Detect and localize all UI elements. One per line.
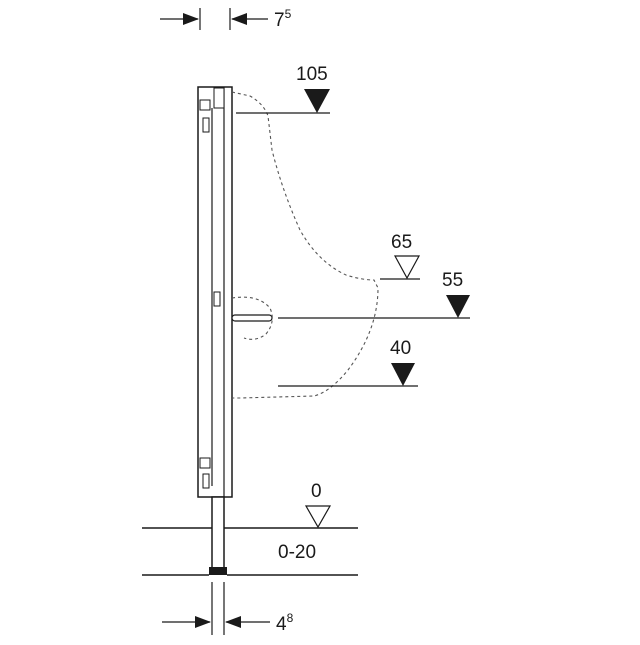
- installation-frame: [197, 86, 273, 575]
- level-0-triangle-icon: [304, 505, 332, 529]
- level-65-triangle-icon: [393, 255, 421, 280]
- top-width-label: 75: [274, 7, 292, 31]
- top-arrow-right-icon: [231, 13, 247, 25]
- level-55-label: 55: [442, 270, 463, 291]
- level-0-marker: 0: [142, 481, 358, 529]
- frame-bottom-clip: [199, 457, 211, 469]
- frame-bottom-slot: [202, 473, 210, 489]
- frame-top-bracket: [213, 87, 225, 109]
- bottom-width-sup: 8: [287, 611, 294, 625]
- frame-mid-slot: [213, 291, 221, 307]
- top-width-base: 7: [274, 10, 285, 31]
- urinal-body-dashed: [231, 91, 379, 399]
- urinal-outline: [231, 91, 379, 399]
- level-55-marker: 55: [278, 270, 470, 319]
- frame-top-slot: [202, 117, 210, 133]
- level-55-triangle-icon: [446, 295, 470, 318]
- frame-foot: [209, 567, 227, 575]
- urinal-drain-dashed: [231, 296, 273, 340]
- floor-range: 0-20: [142, 542, 358, 576]
- frame-top-clip: [199, 99, 211, 111]
- level-0-label: 0: [311, 481, 322, 502]
- level-40-triangle-icon: [391, 363, 415, 386]
- floor-range-label: 0-20: [278, 542, 316, 563]
- level-105-marker: 105: [236, 64, 330, 114]
- frame-leg: [211, 496, 225, 574]
- bottom-width-label: 48: [276, 611, 294, 635]
- bottom-dimension: 48: [162, 582, 294, 635]
- level-65-marker: 65: [380, 232, 421, 280]
- bottom-arrow-right-icon: [225, 616, 241, 628]
- drain-pipe-stub: [231, 314, 273, 322]
- top-width-sup: 5: [285, 7, 292, 21]
- bottom-arrow-left-icon: [195, 616, 211, 628]
- level-40-marker: 40: [278, 338, 418, 387]
- level-105-label: 105: [296, 64, 328, 85]
- level-40-label: 40: [390, 338, 411, 359]
- level-105-triangle-icon: [304, 89, 330, 113]
- bottom-width-base: 4: [276, 614, 287, 635]
- level-65-label: 65: [391, 232, 412, 253]
- top-dimension: 75: [160, 7, 292, 31]
- top-arrow-left-icon: [183, 13, 199, 25]
